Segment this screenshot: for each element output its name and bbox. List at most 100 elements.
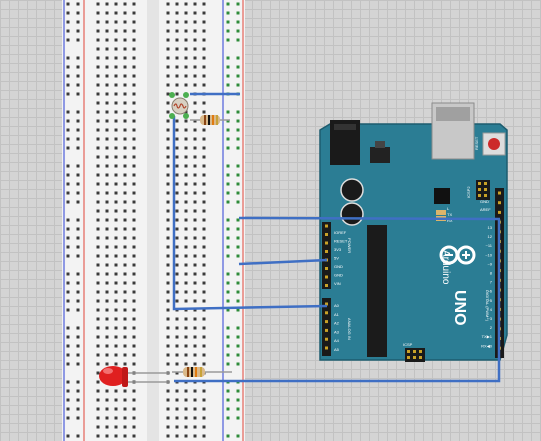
breadboard-hole bbox=[193, 362, 197, 366]
breadboard-hole bbox=[132, 218, 136, 222]
header-pin[interactable] bbox=[498, 210, 501, 214]
resistor-2-band-1 bbox=[187, 367, 189, 377]
breadboard-hole bbox=[114, 308, 118, 312]
header-pin[interactable] bbox=[325, 275, 328, 279]
led-highlight bbox=[103, 368, 113, 374]
breadboard-hole bbox=[114, 110, 118, 114]
resistor-1[interactable] bbox=[190, 115, 230, 125]
breadboard-hole bbox=[226, 200, 230, 204]
header-pin[interactable] bbox=[325, 328, 328, 332]
breadboard-hole bbox=[66, 38, 70, 42]
breadboard-hole bbox=[166, 290, 170, 294]
breadboard-hole bbox=[202, 425, 206, 429]
breadboard-hole bbox=[132, 119, 136, 123]
breadboard-hole bbox=[123, 74, 127, 78]
header-pin[interactable] bbox=[325, 241, 328, 245]
breadboard-hole bbox=[193, 272, 197, 276]
header-pin[interactable] bbox=[325, 250, 328, 253]
breadboard-hole bbox=[202, 407, 206, 411]
breadboard-hole bbox=[166, 362, 170, 366]
photoresistor[interactable] bbox=[169, 92, 189, 119]
breadboard-hole bbox=[202, 398, 206, 402]
breadboard-hole bbox=[236, 416, 240, 420]
breadboard-hole bbox=[76, 344, 80, 348]
icsp-pin bbox=[484, 188, 487, 191]
breadboard-hole bbox=[76, 335, 80, 339]
icsp-label: ICSP bbox=[403, 342, 413, 347]
header-pin[interactable] bbox=[325, 302, 328, 306]
breadboard-hole bbox=[96, 137, 100, 141]
breadboard-hole bbox=[202, 335, 206, 339]
breadboard-hole bbox=[114, 2, 118, 6]
breadboard-hole bbox=[175, 236, 179, 240]
header-pin[interactable] bbox=[325, 311, 328, 315]
breadboard-hole bbox=[166, 398, 170, 402]
breadboard-hole bbox=[66, 407, 70, 411]
header-pin[interactable] bbox=[325, 224, 328, 228]
breadboard-hole bbox=[76, 164, 80, 168]
breadboard-hole bbox=[114, 434, 118, 438]
breadboard-hole bbox=[193, 128, 197, 132]
breadboard-hole bbox=[105, 47, 109, 51]
breadboard-hole bbox=[123, 146, 127, 150]
breadboard-hole bbox=[226, 191, 230, 195]
header-pin[interactable] bbox=[498, 201, 501, 205]
breadboard-hole bbox=[175, 281, 179, 285]
breadboard-hole bbox=[105, 137, 109, 141]
breadboard-hole bbox=[132, 101, 136, 105]
header-pin[interactable] bbox=[325, 337, 328, 341]
power-pin-label: RESET bbox=[334, 239, 348, 244]
breadboard-hole bbox=[236, 362, 240, 366]
breadboard-hole bbox=[96, 254, 100, 258]
wire-led-to-pin[interactable] bbox=[174, 219, 501, 383]
header-pin[interactable] bbox=[498, 191, 501, 195]
breadboard-hole bbox=[236, 344, 240, 348]
breadboard-hole bbox=[184, 137, 188, 141]
breadboard-hole bbox=[76, 434, 80, 438]
breadboard-hole bbox=[132, 146, 136, 150]
breadboard-hole bbox=[114, 74, 118, 78]
breadboard-hole bbox=[202, 200, 206, 204]
breadboard[interactable] bbox=[62, 0, 245, 441]
breadboard-hole bbox=[184, 74, 188, 78]
breadboard-hole bbox=[132, 20, 136, 24]
header-pin[interactable] bbox=[325, 346, 328, 350]
breadboard-hole bbox=[114, 272, 118, 276]
header-pin[interactable] bbox=[325, 320, 328, 324]
red-led[interactable] bbox=[99, 366, 170, 387]
reset-button[interactable] bbox=[488, 138, 500, 150]
header-pin[interactable] bbox=[325, 233, 328, 236]
breadboard-hole bbox=[193, 2, 197, 6]
breadboard-hole bbox=[166, 56, 170, 60]
breadboard-hole bbox=[66, 65, 70, 69]
breadboard-hole bbox=[66, 236, 70, 240]
icsp-pin bbox=[484, 182, 487, 185]
breadboard-hole bbox=[96, 74, 100, 78]
breadboard-hole bbox=[184, 335, 188, 339]
wire-rail-to-5v[interactable] bbox=[238, 258, 328, 266]
breadboard-hole bbox=[226, 254, 230, 258]
wire-rail-to-gnd[interactable] bbox=[238, 216, 501, 221]
breadboard-hole bbox=[236, 299, 240, 303]
wire-photoresistor-to-a0[interactable] bbox=[172, 116, 328, 311]
header-pin[interactable] bbox=[325, 267, 328, 270]
power-pin-label: GND bbox=[334, 264, 343, 269]
dc-power-jack-top bbox=[334, 124, 356, 130]
breadboard-hole bbox=[226, 362, 230, 366]
digital-pin-label: 7 bbox=[490, 280, 493, 285]
breadboard-hole bbox=[226, 308, 230, 312]
breadboard-hole bbox=[105, 236, 109, 240]
breadboard-hole bbox=[193, 173, 197, 177]
breadboard-hole bbox=[123, 110, 127, 114]
resistor-2[interactable] bbox=[172, 367, 232, 377]
breadboard-hole bbox=[123, 209, 127, 213]
breadboard-hole bbox=[114, 326, 118, 330]
breadboard-hole bbox=[175, 227, 179, 231]
breadboard-hole bbox=[236, 38, 240, 42]
breadboard-hole bbox=[193, 146, 197, 150]
breadboard-hole bbox=[166, 146, 170, 150]
header-pin[interactable] bbox=[325, 284, 328, 287]
breadboard-hole bbox=[132, 389, 136, 393]
breadboard-hole bbox=[114, 101, 118, 105]
breadboard-hole bbox=[175, 416, 179, 420]
